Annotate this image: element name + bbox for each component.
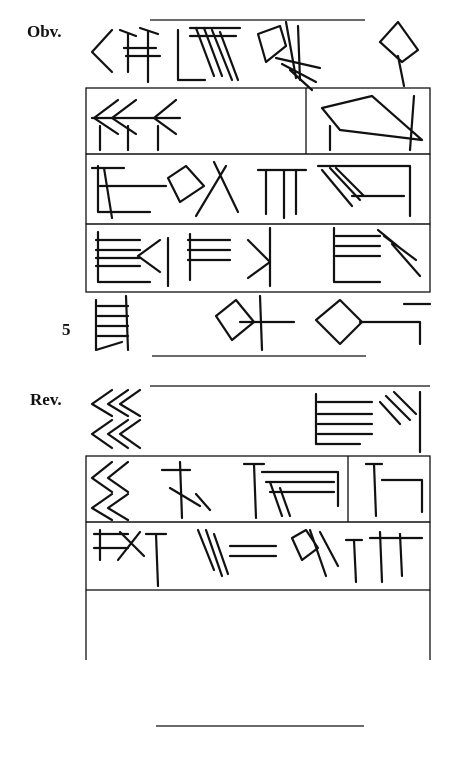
obverse-label: Obv. bbox=[27, 22, 62, 41]
reverse-line-1 bbox=[90, 385, 430, 454]
obverse-line-5 bbox=[94, 294, 432, 357]
obverse-line-2 bbox=[85, 87, 431, 155]
obverse-line-4 bbox=[85, 223, 431, 293]
obverse-line-3 bbox=[85, 153, 431, 225]
line-number-5: 5 bbox=[62, 320, 71, 339]
obverse-line-1 bbox=[90, 19, 420, 92]
reverse-blank-area bbox=[85, 590, 431, 727]
reverse-line-3 bbox=[85, 521, 431, 591]
reverse-label: Rev. bbox=[30, 390, 62, 409]
reverse-line-2 bbox=[85, 455, 431, 523]
